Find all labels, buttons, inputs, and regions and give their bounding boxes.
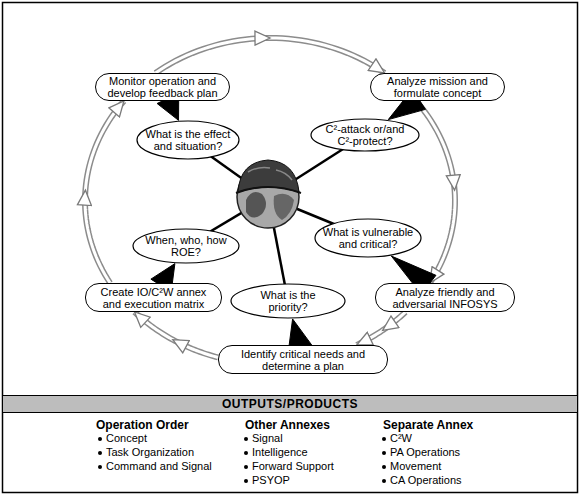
question-text: C²-attack or/and C²-protect? [319,123,411,147]
globe-land [246,192,266,218]
list-item: Signal [252,432,283,445]
process-box: Identify critical needs and determine a … [218,345,388,374]
ellipse-shape [311,119,419,151]
mid-arrow-head [85,190,86,193]
bullet-dot [244,437,248,441]
helmet-rim [236,187,301,193]
column-heading: Other Annexes [245,418,330,432]
arrow-band [85,101,124,283]
column-heading: Separate Annex [383,418,473,432]
question-ellipse: What is vulnerable and critical? [314,218,422,258]
column-heading: Operation Order [96,418,189,432]
ellipse-shape [315,219,421,257]
question-ellipse: What is the effect and situation? [136,120,240,160]
question-text: When, who, how ROE? [142,234,230,258]
box-text: Create IO/C²W annex and execution matrix [94,286,213,310]
bullet-dot [98,437,102,441]
arrow-band-inner [416,101,455,283]
arrow-heads [85,101,124,283]
list-item: Concept [106,432,147,445]
cycle-arrow [155,38,384,73]
question-ellipse: When, who, how ROE? [132,228,240,264]
helmet-texture [248,168,270,173]
cycle-arrow [85,101,124,283]
question-text: What is the effect and situation? [142,128,234,152]
bullet-dot [382,437,386,441]
list-item: PA Operations [390,446,460,459]
ellipse-shape [231,284,345,318]
arrow-band [416,101,455,283]
arrow-band-inner [357,312,406,345]
list-item: PSYOP [252,474,290,487]
arrow-band-inner [85,101,124,283]
arrow-band-inner [155,38,384,73]
list-item: Movement [390,460,441,473]
mid-arrow-head [383,328,386,330]
process-box: Analyze mission and formulate concept [370,73,505,101]
box-text: Identify critical needs and determine a … [225,348,381,372]
helmet-texture [276,170,292,180]
arrow-heads [155,38,384,73]
question-text: What is the priority? [253,289,323,313]
list-item: Task Organization [106,446,194,459]
arrow-heads [357,312,406,345]
globe-spokes [186,135,368,301]
list-item: Command and Signal [106,460,212,473]
list-item: CA Operations [390,474,462,487]
mid-arrow-head [266,38,270,39]
question-text: What is vulnerable and critical? [320,226,416,250]
globe-illustration [236,160,301,228]
list-item: Intelligence [252,446,308,459]
arrow-band [357,312,406,345]
arrow-band-inner [135,312,218,357]
arrow-band [155,38,384,73]
bullet-dot [244,479,248,483]
arrow-band [135,312,218,357]
bullet-dot [244,465,248,469]
bullet-dot [382,451,386,455]
globe-land [274,194,294,220]
box-text: Analyze friendly and adversarial INFOSYS [382,286,508,310]
process-box: Monitor operation and develop feedback p… [95,73,230,101]
ellipse-shape [137,121,239,159]
question-ellipse: C²-attack or/and C²-protect? [310,118,420,152]
mid-arrow-head [454,187,455,190]
process-box: Create IO/C²W annex and execution matrix [85,283,222,312]
band-title: OUTPUTS/PRODUCTS [222,398,358,410]
cycle-arrow [357,312,406,345]
mid-arrow-head [173,340,176,342]
bullet-dot [98,465,102,469]
bullet-dot [244,451,248,455]
cycle-arrow [135,312,218,357]
arrow-heads [416,101,455,283]
bullet-dot [382,479,386,483]
ellipse-shape [133,229,239,263]
section-band: OUTPUTS/PRODUCTS [3,395,577,413]
list-item: C²W [390,432,412,445]
outer-frame [3,3,578,493]
box-text: Analyze mission and formulate concept [377,75,498,99]
bullet-dot [98,451,102,455]
bullet-dot [382,465,386,469]
question-ellipse: What is the priority? [230,283,346,319]
arrow-heads [135,312,218,357]
process-box: Analyze friendly and adversarial INFOSYS [375,283,515,312]
cycle-arrow [416,101,455,283]
box-text: Monitor operation and develop feedback p… [102,75,223,99]
list-item: Forward Support [252,460,334,473]
